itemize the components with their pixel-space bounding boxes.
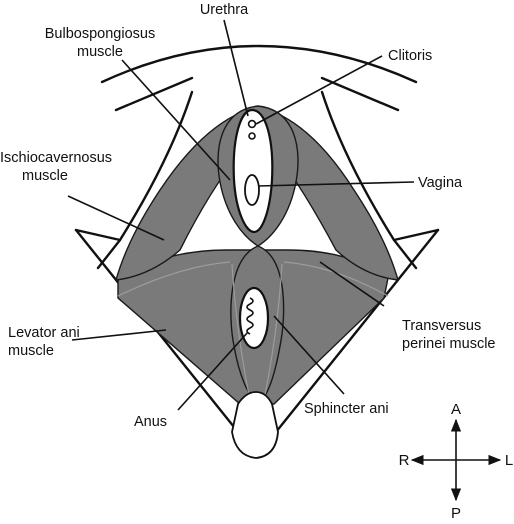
ischiocavernosus-label-line2: muscle	[22, 168, 68, 184]
ischiocavernosus-leader	[67, 195, 165, 241]
anterior-label: A	[451, 401, 461, 418]
transversus-label-line1: Transversus	[402, 318, 481, 334]
levator-ani-leader	[71, 329, 167, 341]
urethra-leader	[223, 19, 249, 117]
coccyx	[231, 391, 279, 459]
sphincter-ani-label: Sphincter ani	[304, 401, 389, 417]
ischiocavernosus-muscle-left	[115, 110, 243, 281]
anus-label: Anus	[134, 414, 167, 430]
orientation-compass: A P R L	[399, 401, 514, 522]
anus-leader	[177, 331, 249, 411]
clitoris-leader	[255, 55, 383, 125]
urethra-label: Urethra	[200, 2, 249, 18]
vagina-leader	[257, 181, 415, 187]
sphincter-leader	[273, 315, 345, 395]
clitoris-marker	[247, 119, 257, 129]
ischiocavernosus-label-line1: Ischiocavernosus	[0, 150, 112, 166]
transversus-leader	[319, 261, 385, 307]
levator-ani-label-line1: Levator ani	[8, 325, 80, 341]
clitoris-label: Clitoris	[388, 48, 432, 64]
right-label: R	[399, 452, 410, 469]
anal-folds	[246, 297, 254, 335]
posterior-label: P	[451, 505, 461, 522]
left-label: L	[505, 452, 513, 469]
urethra-marker	[248, 132, 256, 140]
bulbospongiosus-label-line1: Bulbospongiosus	[45, 26, 155, 42]
bulbospongiosus-leader	[121, 59, 231, 181]
transversus-label-line2: perinei muscle	[402, 336, 496, 352]
anal-opening	[238, 286, 270, 350]
ischiocavernosus-muscle-right	[273, 110, 399, 281]
levator-ani-label-line2: muscle	[8, 343, 54, 359]
body-outline	[74, 44, 440, 434]
bulbospongiosus-label-line2: muscle	[77, 44, 123, 60]
vagina-opening	[244, 174, 260, 206]
vaginal-vestibule-opening	[232, 108, 274, 234]
vagina-label: Vagina	[418, 175, 463, 191]
